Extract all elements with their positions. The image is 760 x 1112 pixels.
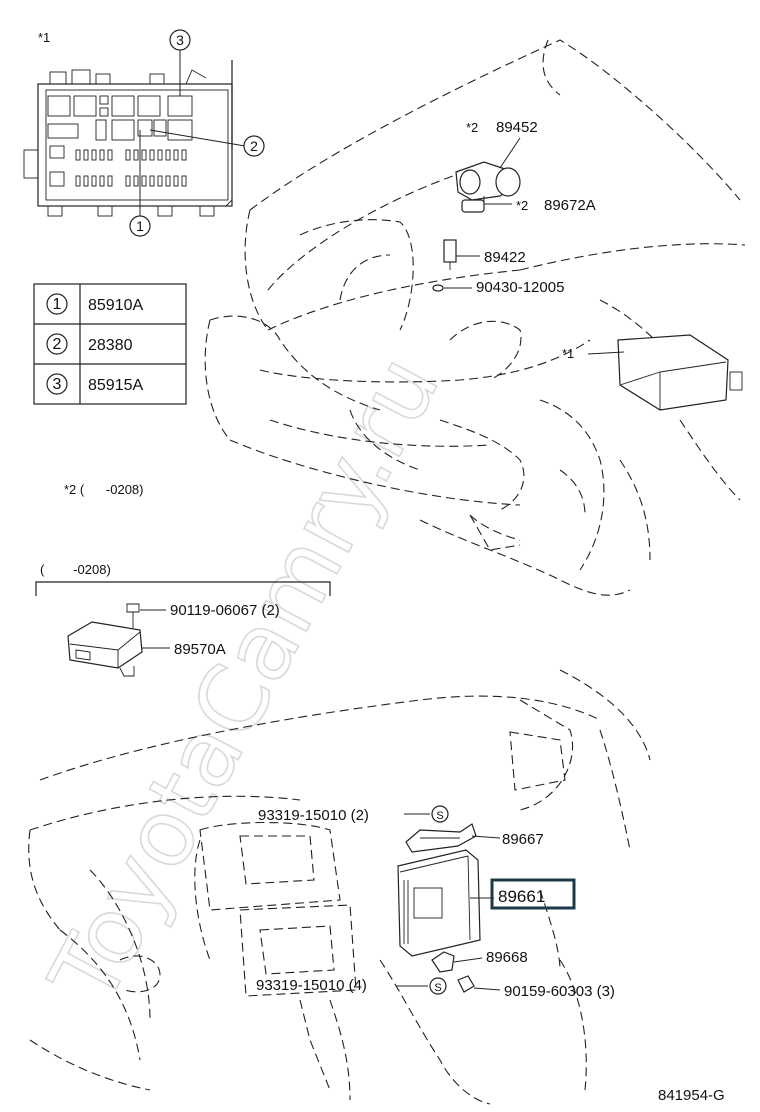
ecu-89661 [397,849,481,957]
legend-table: 1 85910A 2 28380 3 85915A [33,283,187,405]
bolt-marker-top-label: S [436,810,443,822]
dash-part-labels: 93319-15010 (2) 89667 89661 89668 93319-… [256,807,615,1000]
engine-part-labels: *2 89452 *2 89672A 89422 90430-12005 *1 [444,119,625,361]
fuse-box [23,60,233,217]
label-90430-12005: 90430-12005 [476,279,564,296]
label-89672a-mark: *2 [516,198,528,213]
label-90119-06067: 90119-06067 (2) [170,602,280,619]
bolt-marker-bottom: S [429,977,447,995]
callout-1: 1 [136,218,144,234]
figure-code: 841954-G [658,1087,725,1104]
legend-row-1-part: 85910A [88,297,143,314]
fuse-callouts: 3 2 1 [129,29,265,237]
legend-row-3-part: 85915A [88,377,143,394]
legend-row-3-num: 3 [53,376,62,393]
bolt-marker-bottom-label: S [434,982,441,994]
label-89422: 89422 [484,249,526,266]
highlight-box-89661 [490,878,576,910]
label-93319-15010-bottom: 93319-15010 (4) [256,977,367,994]
label-89661: 89661 [498,887,545,906]
callout-2: 2 [250,138,258,154]
callout-3: 3 [176,32,184,48]
bracket-note: ( -0208) [40,562,111,577]
label-89570a: 89570A [174,641,226,658]
sensor-89422 [432,239,457,292]
bracket-89667 [405,823,477,853]
watermark: ToyotaCamry.ru [29,339,460,1021]
module-bracket: ( -0208) [35,562,331,596]
bracket-89668 [431,951,455,973]
fuse-box-note-mark: *1 [38,30,50,45]
legend-row-2-num: 2 [53,336,62,353]
footnote-star2: *2 ( -0208) [64,482,143,497]
bolt-marker-top: S [431,805,449,823]
label-89452: 89452 [496,119,538,136]
relay-module-star1 [617,334,743,411]
legend-row-2-part: 28380 [88,337,133,354]
label-89667: 89667 [502,831,544,848]
sensor-89452 [455,161,521,213]
module-89570a [67,603,170,677]
label-89672a: 89672A [544,197,596,214]
bolt-90159 [457,975,475,993]
label-89452-mark: *2 [466,120,478,135]
legend-row-1-num: 1 [53,296,62,313]
label-star1: *1 [562,346,574,361]
label-89668: 89668 [486,949,528,966]
label-93319-15010-top: 93319-15010 (2) [258,807,369,824]
label-90159-60303: 90159-60303 (3) [504,983,615,1000]
